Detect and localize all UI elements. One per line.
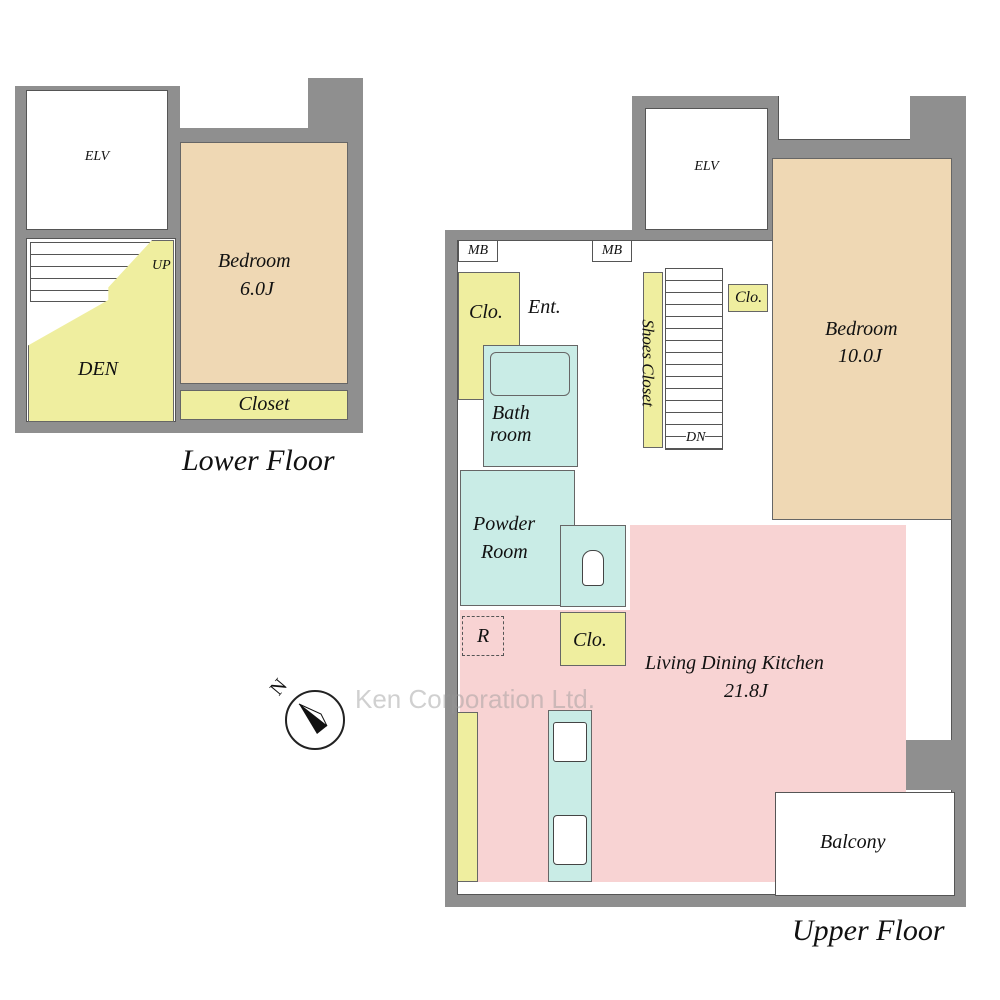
watermark: Ken Corporation Ltd. — [355, 684, 595, 714]
den-label: DEN — [78, 358, 118, 380]
kitchen-cabinets — [457, 712, 478, 882]
entrance-label: Ent. — [528, 296, 561, 318]
compass — [285, 690, 345, 750]
refrigerator: R — [462, 616, 504, 656]
notch — [580, 96, 632, 230]
sink-icon — [553, 815, 587, 865]
upper-elv: ELV — [645, 108, 768, 230]
clo-toilet: Clo. — [560, 612, 626, 666]
mb-1: MB — [458, 240, 498, 262]
stove-icon — [553, 722, 587, 762]
notch — [180, 78, 308, 128]
wall-block — [906, 740, 966, 790]
lower-closet: Closet — [180, 390, 348, 420]
clo-bedroom: Clo. — [728, 284, 768, 312]
lower-bedroom — [180, 142, 348, 384]
window-top — [778, 96, 910, 140]
shoes-closet: Shoes Closet — [639, 272, 663, 448]
toilet-icon — [582, 550, 604, 586]
upper-floor-title: Upper Floor — [792, 914, 945, 947]
notch — [15, 78, 180, 86]
lower-elv: ELV — [26, 90, 168, 230]
upper-bedroom — [772, 158, 952, 520]
balcony: Balcony — [775, 792, 955, 896]
north-arrow-icon — [298, 703, 328, 734]
mb-2: MB — [592, 240, 632, 262]
upper-stairs — [665, 268, 723, 450]
lower-floor-title: Lower Floor — [182, 444, 335, 477]
bathtub — [490, 352, 570, 396]
